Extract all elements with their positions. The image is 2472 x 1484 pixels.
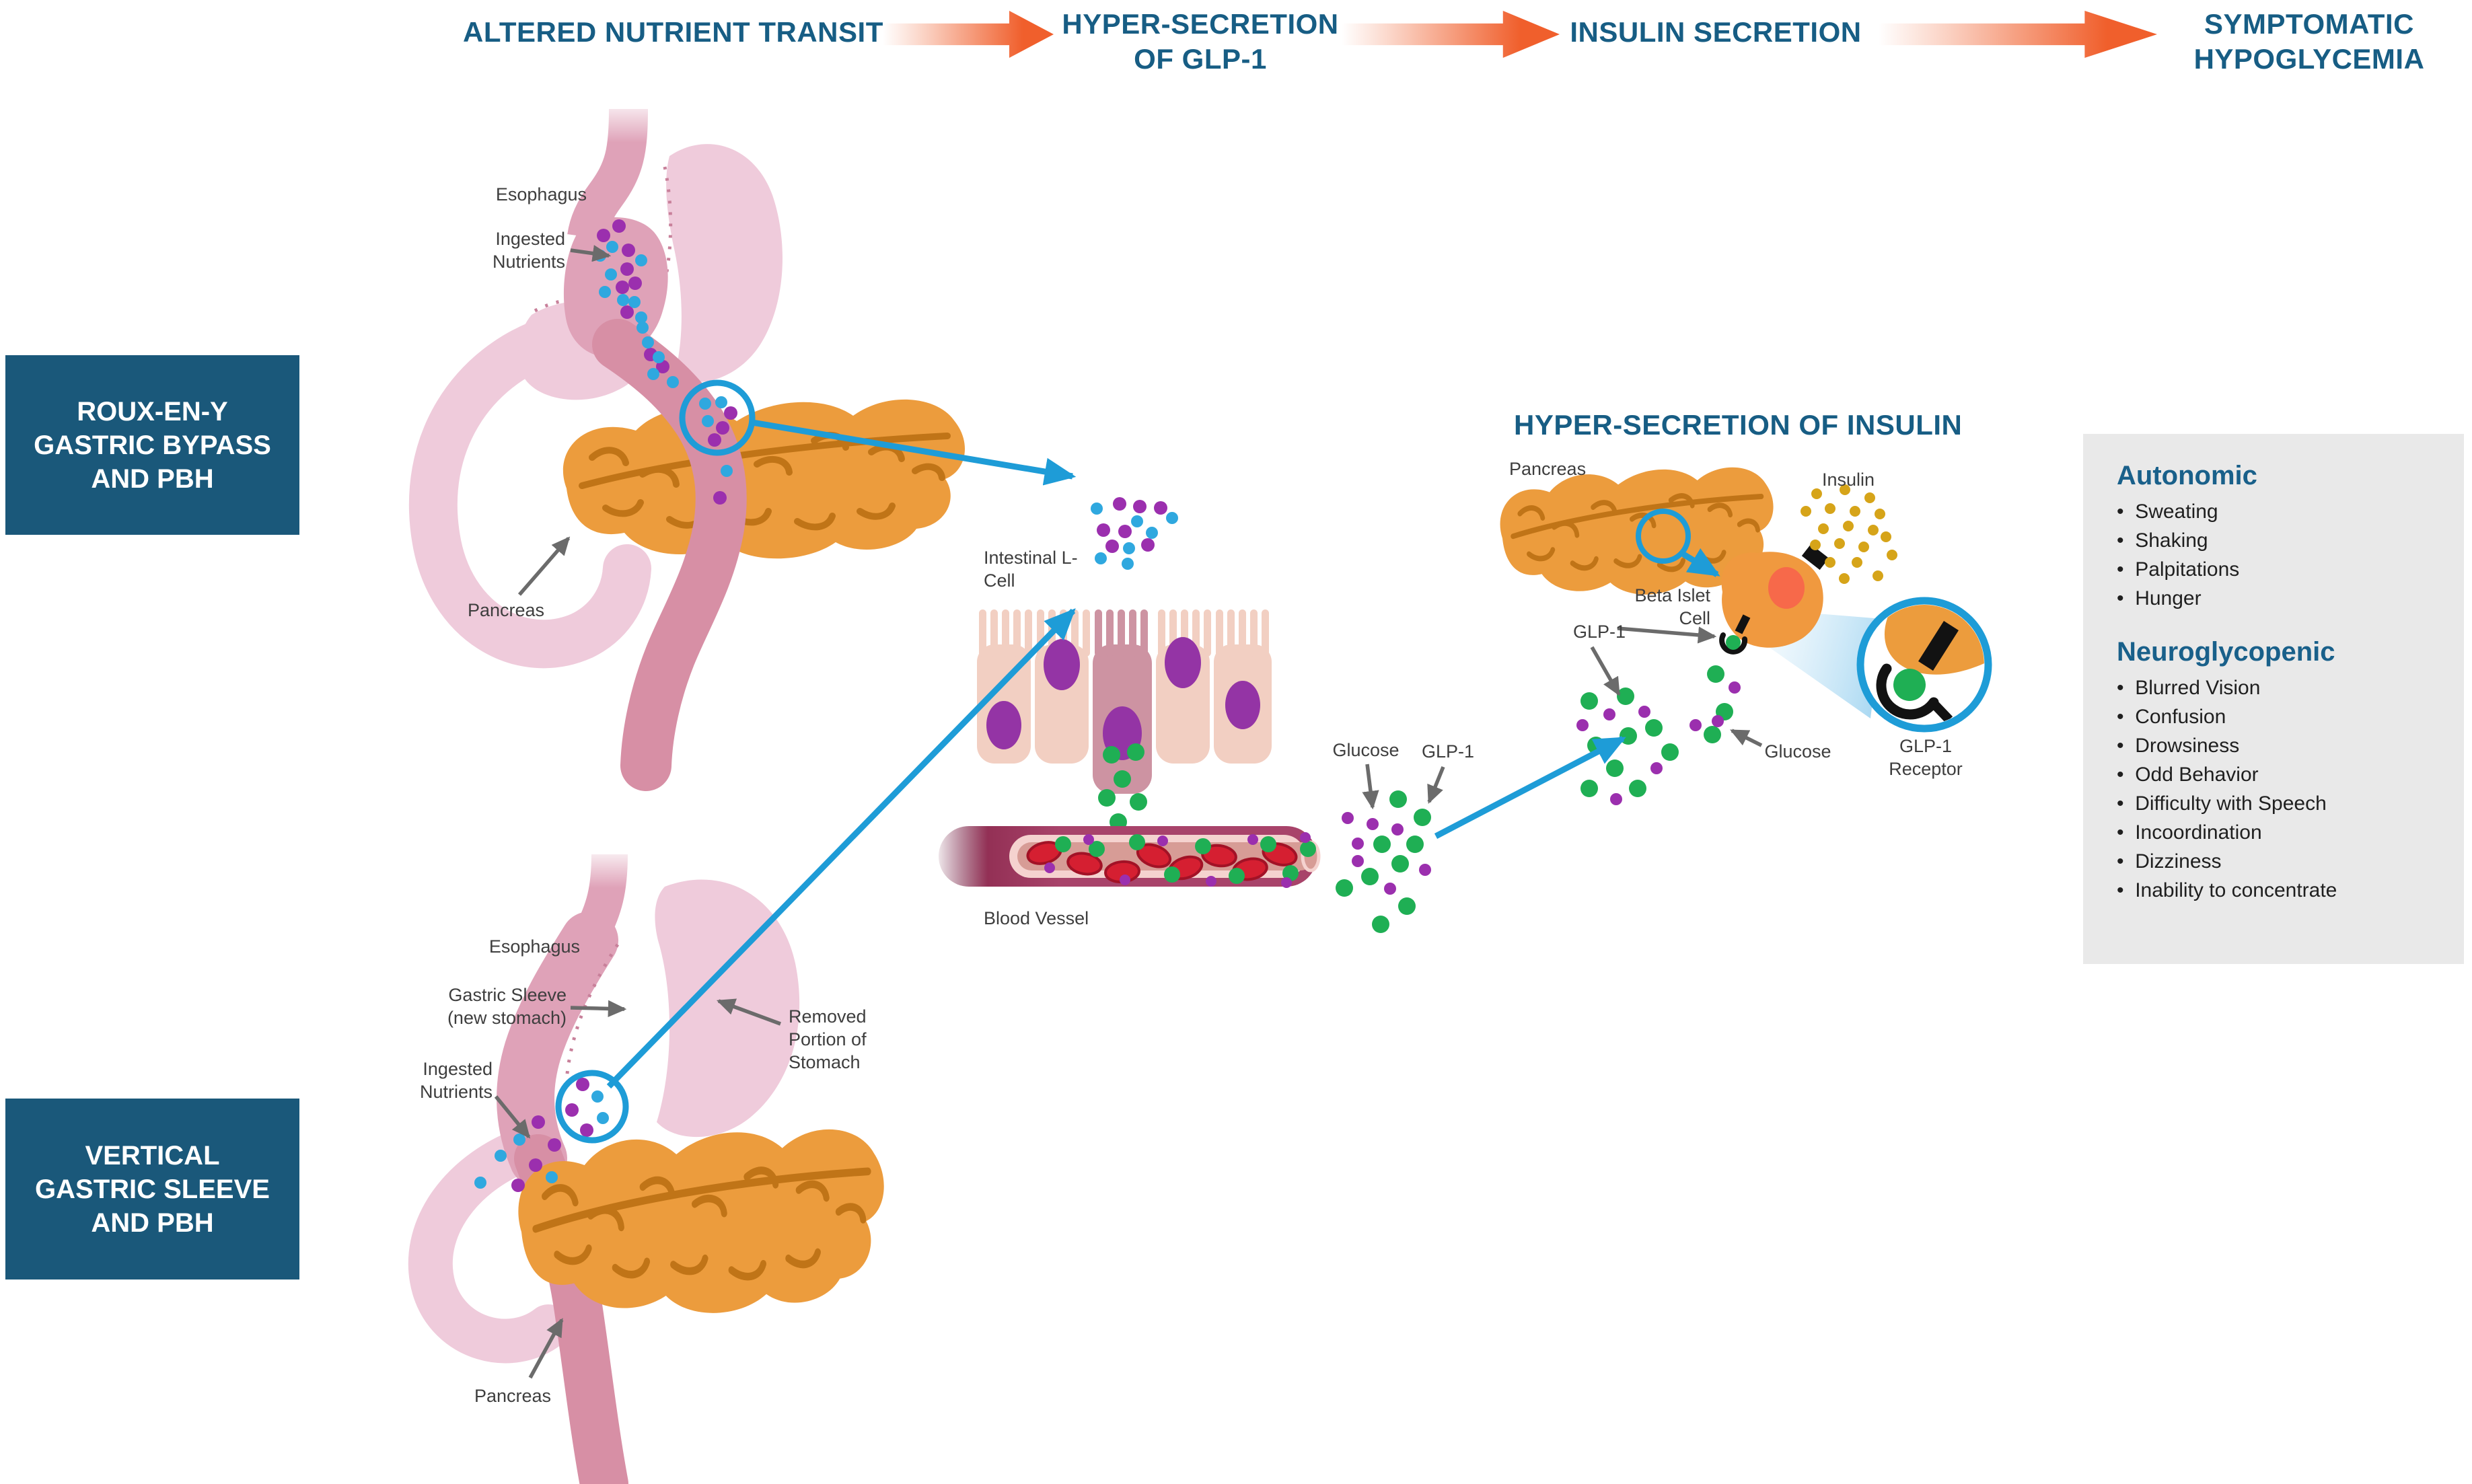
removed-stomach-portion: [655, 879, 800, 1138]
symptom-item: Dizziness: [2117, 847, 2450, 876]
arrow-vessel-to-insulin-panel: [1434, 736, 1626, 839]
intestine-loop: [408, 316, 651, 669]
magnify-circle-pancreas: [1636, 509, 1691, 564]
bypassed-stomach: [666, 144, 783, 383]
magnify-circle-sleeve: [555, 1070, 629, 1144]
label-ingested-nutrients-sleeve: Ingested Nutrients: [419, 1059, 493, 1102]
glucose-dots-in-vessel: [1044, 832, 1311, 888]
insulin-panel-title: HYPER-SECRETION OF INSULIN: [1514, 409, 1963, 441]
label-pancreas-rny: Pancreas: [467, 600, 545, 620]
label-glp1-right: GLP-1: [1573, 622, 1626, 642]
symptom-item: Odd Behavior: [2117, 760, 2450, 789]
symptoms-panel: Autonomic SweatingShakingPalpitationsHun…: [2083, 434, 2464, 964]
label-removed-portion: Removed Portion of Stomach: [789, 1006, 867, 1072]
autonomic-list: SweatingShakingPalpitationsHunger: [2117, 497, 2450, 613]
blood-vessel: [935, 821, 1321, 892]
glp1-glucose-scatter: [1336, 790, 1431, 933]
glp1-on-receptor: [1726, 635, 1741, 650]
arrow-pancreas-to-beta-cell: [1681, 548, 1720, 577]
red-blood-cells: [1026, 841, 1298, 884]
label-glucose-right: Glucose: [1764, 741, 1831, 762]
label-glucose-mid: Glucose: [1332, 740, 1399, 760]
symptom-item: Blurred Vision: [2117, 673, 2450, 702]
blue-connector-arrows: [606, 419, 1626, 1089]
beta-islet-cell: [1719, 544, 1829, 655]
intestine-illustration: [935, 497, 1431, 933]
label-intestinal-l-cell: Intestinal L-Cell: [984, 548, 1078, 591]
intestine-loop: [408, 1125, 571, 1364]
nutrient-dots-at-lcell: [1091, 497, 1178, 570]
symptom-item: Confusion: [2117, 702, 2450, 731]
symptom-item: Difficulty with Speech: [2117, 789, 2450, 818]
procedure-box-roux-en-y: ROUX-EN-Y GASTRIC BYPASS AND PBH: [5, 355, 299, 535]
label-gastric-sleeve: Gastric Sleeve (new stomach): [447, 985, 567, 1028]
label-beta-islet-cell: Beta Islet Cell: [1634, 585, 1710, 628]
label-insulin: Insulin: [1821, 470, 1875, 490]
label-pointer-arrows: [494, 245, 1763, 1379]
symptom-item: Inability to concentrate: [2117, 876, 2450, 905]
arrow-sleeve-to-lcell: [606, 608, 1076, 1089]
magnify-circle-rny: [679, 379, 756, 456]
symptom-item: Incoordination: [2117, 818, 2450, 847]
symptom-item: Drowsiness: [2117, 731, 2450, 760]
glp1-dots-in-vessel: [1055, 834, 1316, 884]
symptom-item: Palpitations: [2117, 555, 2450, 584]
insulin-dots: [1801, 484, 1897, 584]
l-cell: [1093, 609, 1152, 794]
symptom-item: Sweating: [2117, 497, 2450, 526]
glp1-in-receptor: [1893, 669, 1926, 701]
label-pancreas-right: Pancreas: [1509, 459, 1587, 479]
label-esophagus-sleeve: Esophagus: [488, 936, 580, 957]
label-pancreas-sleeve: Pancreas: [474, 1386, 552, 1406]
arrow-rny-to-lcell: [752, 419, 1077, 486]
flow-step-hyper-secretion-glp1: HYPER-SECRETION OF GLP-1: [1062, 8, 1339, 75]
flow-step-altered-nutrient-transit: ALTERED NUTRIENT TRANSIT: [463, 16, 883, 48]
glp1-glucose-scatter-right: [1576, 665, 1741, 805]
intestinal-epithelium: [977, 609, 1272, 794]
procedure-box-vertical-sleeve: VERTICAL GASTRIC SLEEVE AND PBH: [5, 1099, 299, 1279]
autonomic-group: Autonomic SweatingShakingPalpitationsHun…: [2117, 459, 2450, 613]
symptom-item: Hunger: [2117, 584, 2450, 613]
autonomic-title: Autonomic: [2117, 461, 2257, 490]
symptom-item: Shaking: [2117, 526, 2450, 555]
label-blood-vessel: Blood Vessel: [984, 908, 1089, 928]
neuroglycopenic-list: Blurred VisionConfusionDrowsinessOdd Beh…: [2117, 673, 2450, 905]
neuroglycopenic-group: Neuroglycopenic Blurred VisionConfusionD…: [2117, 636, 2450, 905]
flow-step-insulin-secretion: INSULIN SECRETION: [1570, 16, 1862, 48]
label-ingested-nutrients-rny: Ingested Nutrients: [492, 229, 565, 272]
duodenum-tube: [592, 319, 747, 791]
label-glp1-mid: GLP-1: [1421, 741, 1475, 762]
label-esophagus-rny: Esophagus: [495, 184, 587, 205]
label-glp1-receptor: GLP-1 Receptor: [1889, 736, 1963, 779]
ingested-nutrient-dots: [594, 219, 737, 505]
neuroglycopenic-title: Neuroglycopenic: [2117, 637, 2335, 667]
roux-en-y-illustration: [408, 101, 965, 791]
flow-step-symptomatic-hypoglycemia: SYMPTOMATIC HYPOGLYCEMIA: [2193, 8, 2425, 75]
